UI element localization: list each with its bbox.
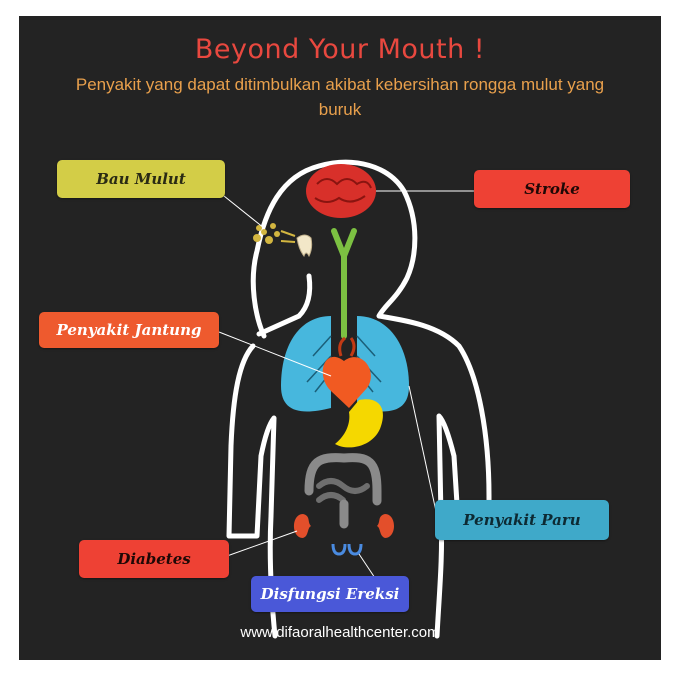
connector-penyakit-jantung [218, 331, 332, 377]
brain-icon [306, 164, 376, 218]
body-outline [226, 159, 492, 639]
bad-breath-icon [253, 223, 296, 244]
intestines-icon [304, 453, 382, 529]
reproductive-organ-icon [331, 543, 363, 556]
page-subtitle: Penyakit yang dapat ditimbulkan akibat k… [75, 75, 605, 119]
heart-icon [322, 336, 371, 408]
tooth-icon [296, 234, 313, 258]
neck-left [256, 273, 313, 337]
label-diabetes: Diabetes [79, 540, 229, 578]
body-diagram [218, 159, 492, 639]
connector-penyakit-paru [408, 385, 438, 517]
label-disfungsi-ereksi: Disfungsi Ereksi [251, 576, 409, 612]
lungs-icon [281, 316, 409, 412]
label-stroke: Stroke [474, 170, 630, 208]
trachea [331, 228, 357, 339]
connector-bau-mulut [223, 195, 265, 229]
stomach-icon [335, 399, 383, 448]
website-url: www.difaoralhealthcenter.com [240, 624, 440, 641]
infographic-board: Beyond Your Mouth ! Penyakit yang dapat … [19, 16, 661, 660]
label-penyakit-jantung: Penyakit Jantung [39, 312, 219, 348]
label-bau-mulut: Bau Mulut [57, 160, 225, 198]
kidneys-icon [294, 514, 394, 538]
label-penyakit-paru: Penyakit Paru [435, 500, 609, 540]
page-title: Beyond Your Mouth ! [194, 34, 486, 65]
connector-diabetes [226, 530, 298, 557]
